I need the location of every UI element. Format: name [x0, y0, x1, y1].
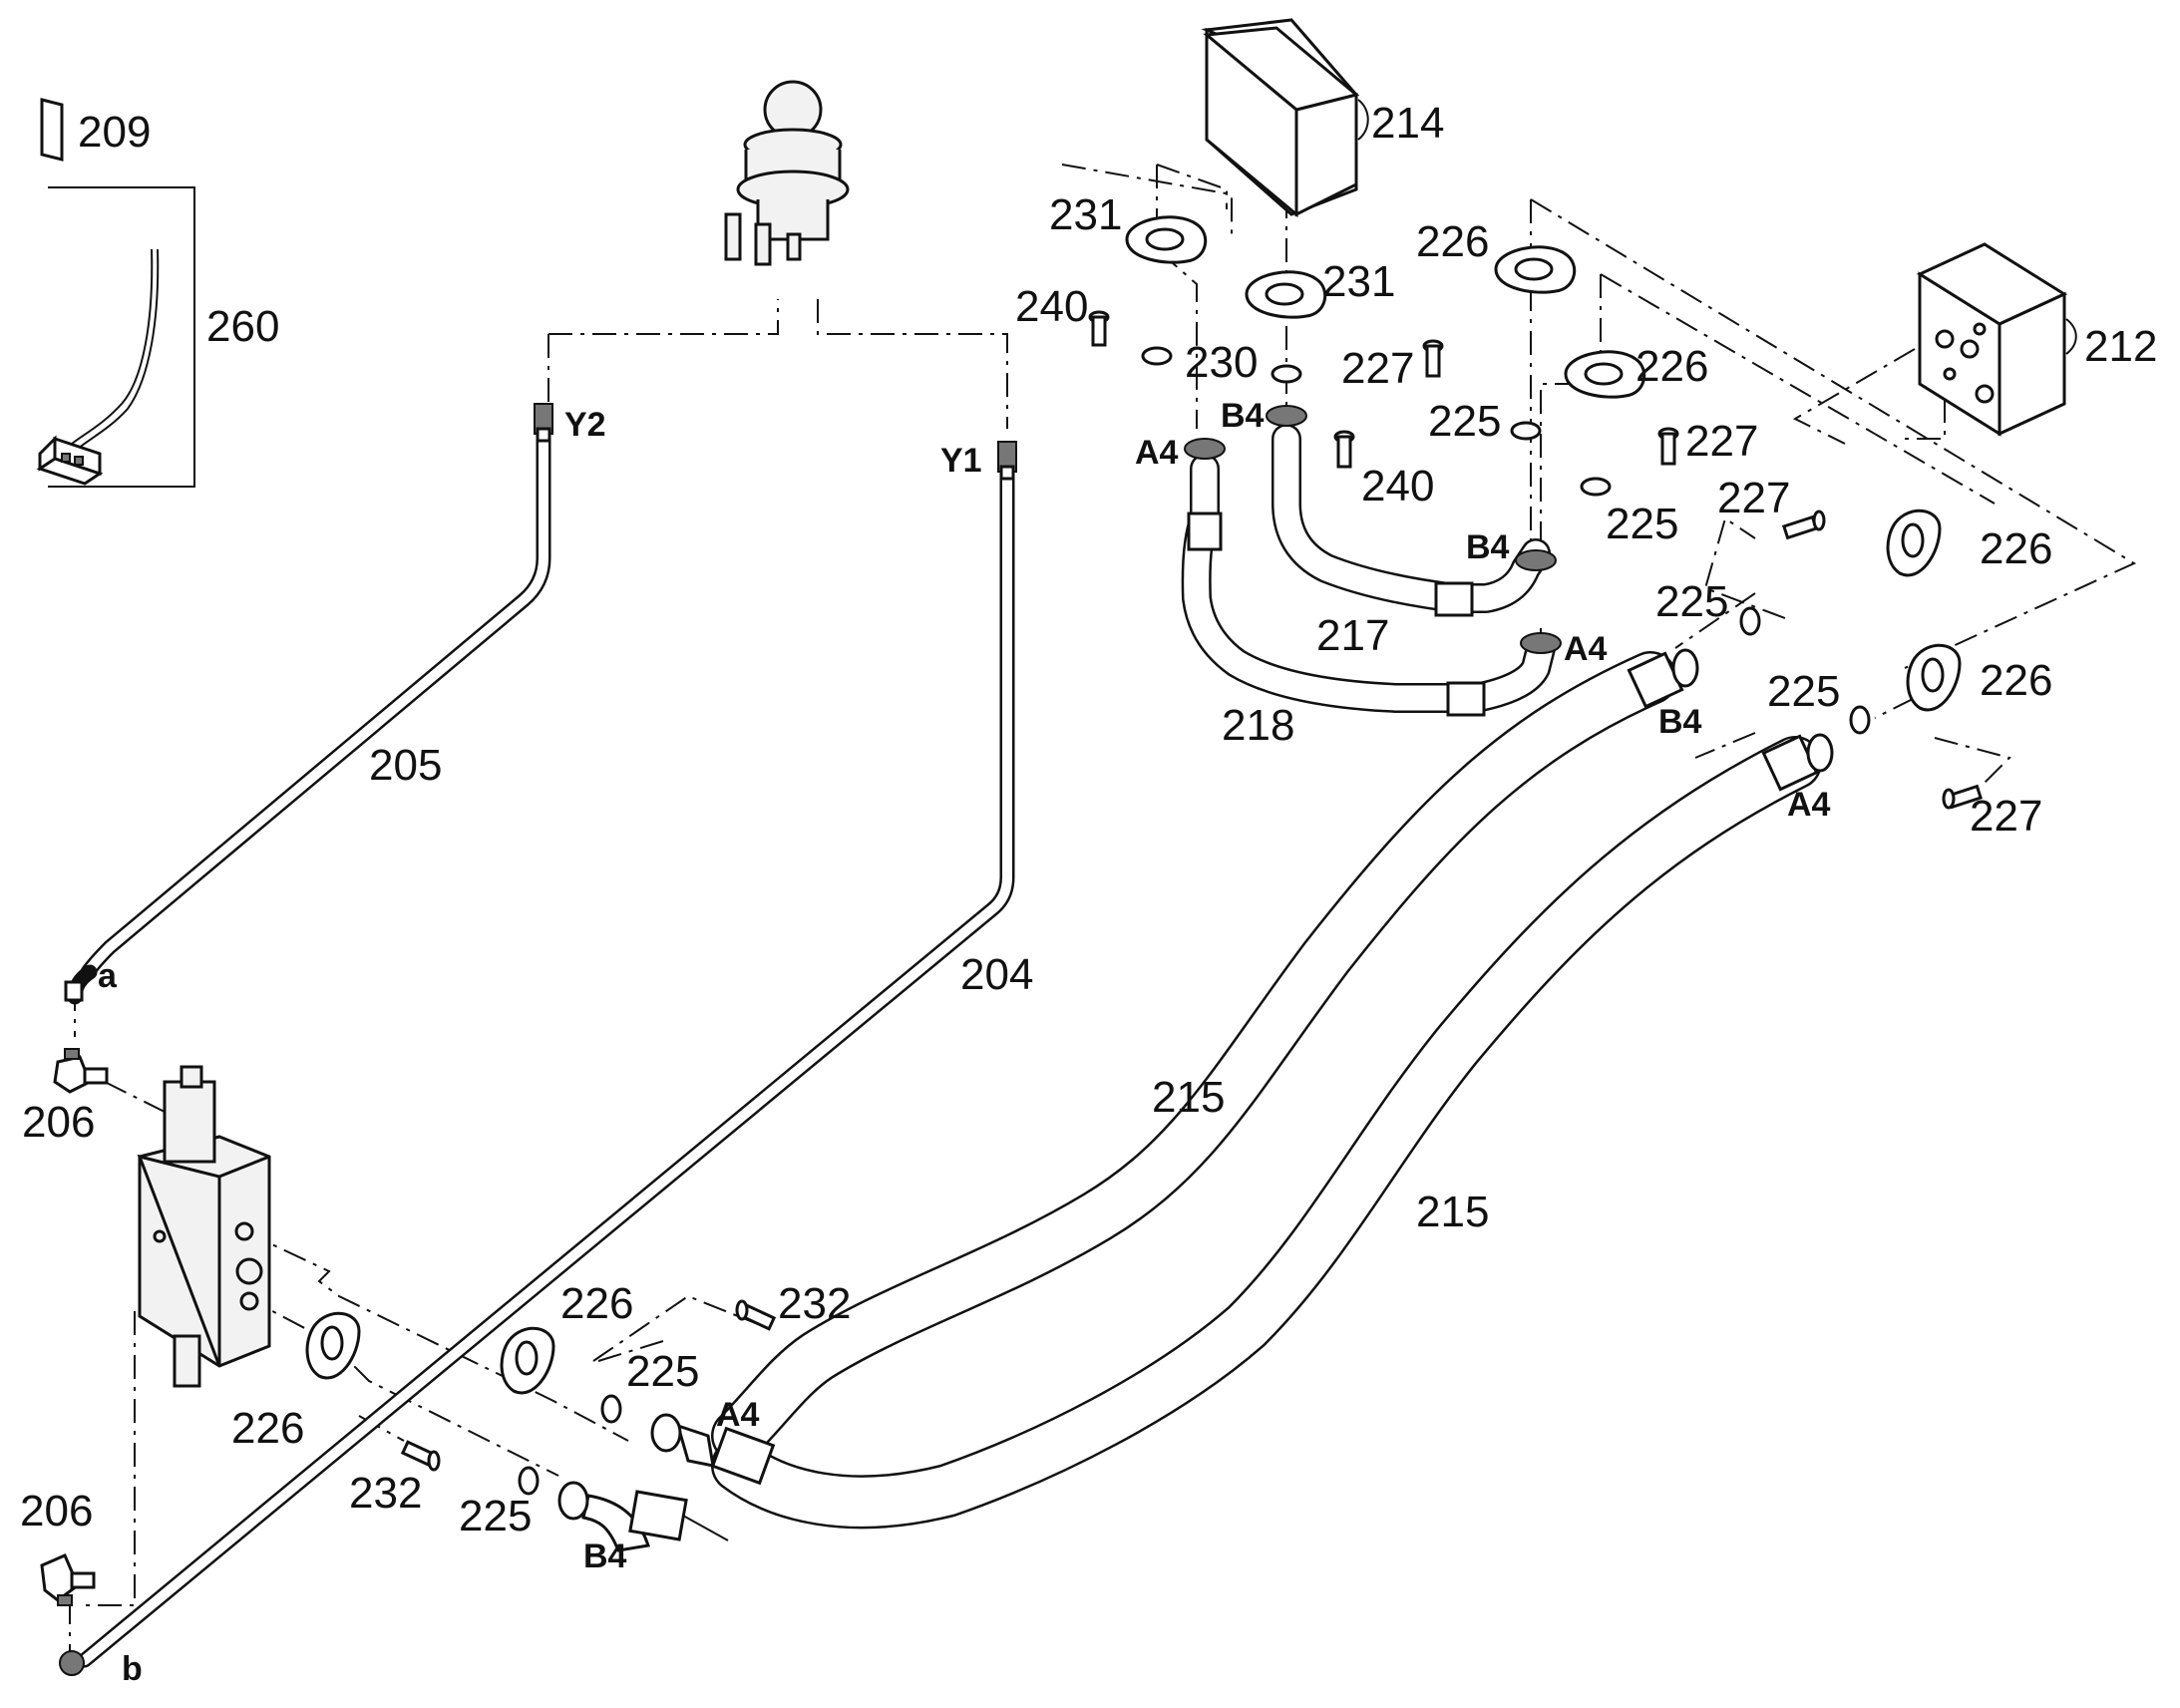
- callout-labels: 209 260 214 231 231 240 240 230 226 226 …: [20, 99, 2157, 1540]
- screw-227-d: [1942, 784, 1984, 810]
- callout-215-a: 215: [1152, 1073, 1225, 1122]
- callout-227-b: 227: [1685, 417, 1758, 466]
- screw-227-c: [1781, 510, 1826, 540]
- port-label-b: b: [122, 1650, 143, 1688]
- callout-226-d: 226: [1980, 656, 2052, 705]
- callout-205: 205: [369, 741, 442, 790]
- callout-212: 212: [2084, 322, 2157, 371]
- pipe-205: [64, 403, 553, 1005]
- callout-240-b: 240: [1361, 462, 1434, 511]
- screw-227-a: [1422, 339, 1444, 378]
- port-label-b4-217-top: B4: [1221, 397, 1265, 435]
- port-label-y2: Y2: [564, 406, 606, 444]
- callout-206-a: 206: [22, 1098, 95, 1147]
- port-label-b4-215-top: B4: [1658, 703, 1702, 741]
- callout-230: 230: [1185, 338, 1258, 387]
- callout-225-f: 225: [459, 1492, 532, 1540]
- screw-232-a: [735, 1299, 777, 1331]
- port-label-a4-218-top: A4: [1135, 434, 1179, 472]
- hose-217: [1266, 405, 1557, 617]
- callout-240-a: 240: [1015, 282, 1088, 331]
- flange-clamp-226-e: [500, 1326, 555, 1395]
- callout-225-b: 225: [1606, 500, 1678, 548]
- port-label-b4-217-bottom: B4: [1466, 528, 1510, 566]
- port-label-y1: Y1: [940, 442, 982, 480]
- joystick-control: [724, 80, 850, 266]
- callout-225-c: 225: [1655, 577, 1728, 626]
- o-rings: [518, 346, 1871, 1496]
- connector-plug-icon: [36, 435, 104, 486]
- hose-215-upper: [711, 648, 1699, 1463]
- screw-240-b: [1333, 430, 1355, 469]
- screw-232-b: [400, 1440, 441, 1472]
- callout-227-a: 227: [1341, 344, 1414, 393]
- flange-clamp-226-d: [1906, 643, 1962, 712]
- callout-226-f: 226: [231, 1404, 304, 1453]
- callout-218: 218: [1222, 701, 1294, 750]
- port-label-b4-215-bottom: B4: [583, 1537, 627, 1575]
- screw-240-a: [1088, 310, 1110, 347]
- pipe-204: [59, 441, 1017, 1676]
- callout-226-b: 226: [1635, 342, 1708, 391]
- port-label-a4-218-bottom: A4: [1564, 630, 1608, 668]
- callout-209: 209: [78, 108, 151, 157]
- port-label-a: a: [98, 957, 118, 995]
- port-labels: Y2 Y1 A4 B4 B4 A4 B4 A4 A4 B4 a b: [98, 397, 1831, 1688]
- port-label-a4-215-top: A4: [1787, 786, 1831, 824]
- callout-231-a: 231: [1049, 190, 1122, 239]
- callout-226-a: 226: [1416, 217, 1489, 266]
- screws: [400, 310, 1984, 1472]
- valve-body-left: [137, 1065, 271, 1388]
- flange-clamp-231-a: [1125, 215, 1208, 264]
- callout-232-b: 232: [349, 1469, 422, 1518]
- callout-214: 214: [1371, 99, 1444, 148]
- inset-box-260: [36, 98, 195, 488]
- callout-215-b: 215: [1416, 1188, 1489, 1236]
- callout-225-d: 225: [1767, 667, 1840, 716]
- hose-215-end-fittings: [557, 1413, 776, 1552]
- hose-218: [1181, 438, 1562, 717]
- callout-231-b: 231: [1322, 257, 1395, 306]
- flange-clamp-226-b: [1564, 350, 1646, 399]
- callout-217: 217: [1316, 611, 1389, 660]
- elbow-fitting-206-b: [40, 1553, 96, 1606]
- callout-227-c: 227: [1717, 474, 1790, 522]
- callout-226-e: 226: [560, 1279, 633, 1328]
- flange-clamp-226-c: [1886, 509, 1942, 577]
- callout-260: 260: [206, 302, 279, 351]
- elbow-fitting-206-a: [53, 1048, 109, 1094]
- flange-clamp-226-f: [305, 1311, 361, 1380]
- callout-225-a: 225: [1428, 397, 1501, 446]
- flange-clamp-231-b: [1245, 270, 1327, 319]
- callout-225-e: 225: [626, 1347, 699, 1396]
- screw-227-b: [1657, 427, 1679, 466]
- callout-232-a: 232: [778, 1279, 851, 1328]
- port-label-a4-215-bottom: A4: [716, 1396, 760, 1434]
- valve-block-212: [1916, 242, 2077, 437]
- hose-215-lower: [711, 733, 1834, 1530]
- callout-204: 204: [960, 950, 1033, 999]
- callout-227-d: 227: [1970, 792, 2042, 841]
- valve-block-214: [1201, 18, 1369, 218]
- flange-clamp-226-a: [1494, 245, 1577, 294]
- callout-206-b: 206: [20, 1487, 93, 1536]
- manual-sheet-icon: [40, 98, 64, 162]
- callout-226-c: 226: [1980, 524, 2052, 573]
